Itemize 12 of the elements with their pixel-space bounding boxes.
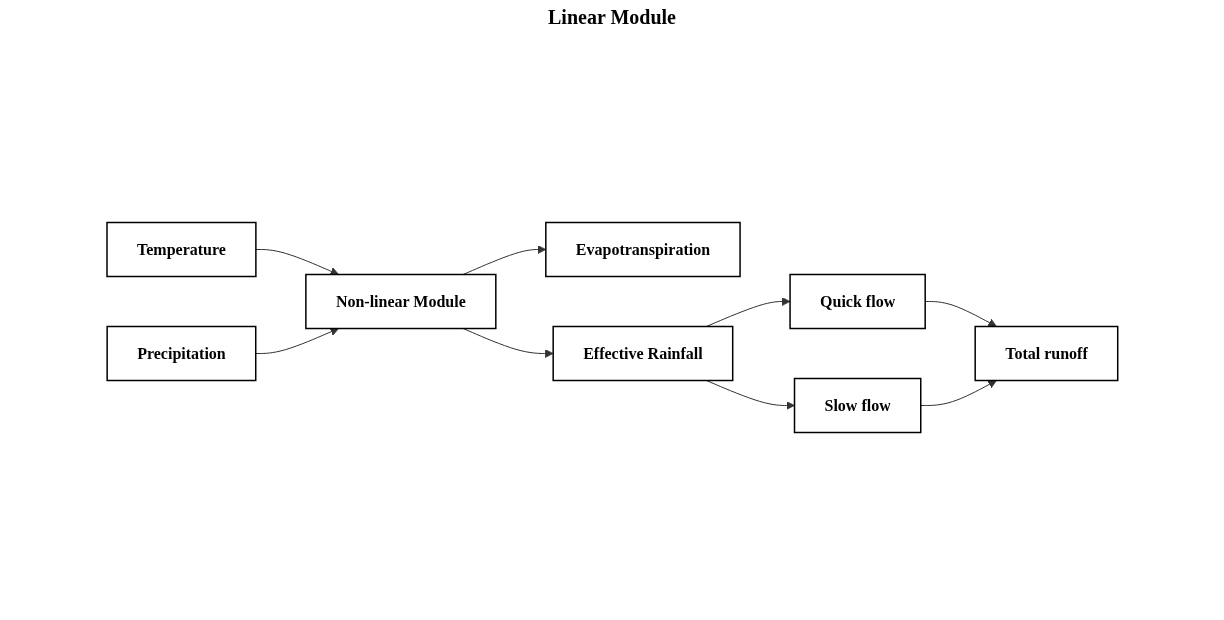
node-box: Non-linear Module [304,273,497,330]
node-box: Quick flow [788,273,926,330]
node-box: Precipitation [106,325,257,382]
node-box: Slow flow [793,377,922,434]
node-box: Effective Rainfall [552,325,734,382]
node-box: Evapotranspiration [544,221,741,278]
node-box: Total runoff [974,325,1119,382]
arrow [924,301,997,327]
arrow [255,249,339,276]
node-box: Temperature [105,221,257,278]
module-label: Linear Module [548,6,676,28]
arrow [462,245,546,275]
